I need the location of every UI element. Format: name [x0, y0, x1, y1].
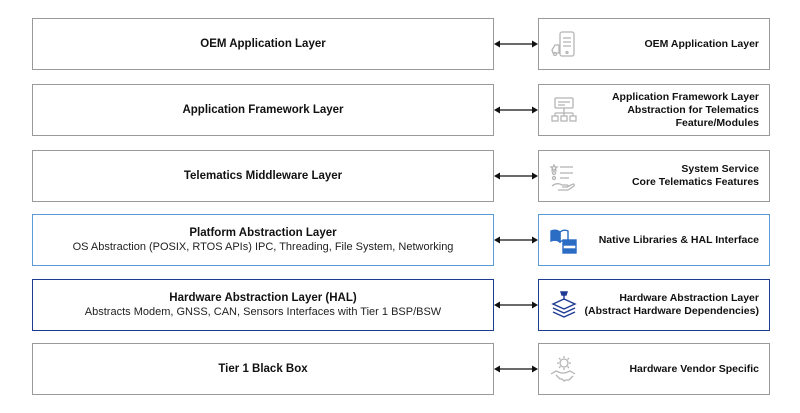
- mobile-phone-icon: [549, 29, 579, 59]
- description-line: Core Telematics Features: [631, 176, 759, 188]
- application-framework-layer-description: Application Framework Layer Abstraction …: [538, 84, 770, 136]
- description-line: Native Libraries & HAL Interface: [598, 233, 759, 246]
- layers-icon: [549, 290, 579, 320]
- layer-subtitle: OS Abstraction (POSIX, RTOS APIs) IPC, T…: [72, 241, 454, 253]
- layer-title: Tier 1 Black Box: [218, 363, 308, 375]
- layer-subtitle: Abstracts Modem, GNSS, CAN, Sensors Inte…: [84, 306, 442, 318]
- library-server-icon: [549, 225, 579, 255]
- description-line: Hardware Vendor Specific: [629, 362, 759, 375]
- bidirectional-arrow: [494, 106, 538, 114]
- platform-abstraction-layer-description: Native Libraries & HAL Interface: [538, 214, 770, 266]
- description-line: Hardware Abstraction Layer: [619, 292, 759, 304]
- description-line: Application Framework Layer: [611, 90, 759, 103]
- description-line: System Service: [681, 163, 759, 175]
- bidirectional-arrow: [494, 172, 538, 180]
- hardware-abstraction-layer-description: Hardware Abstraction Layer (Abstract Har…: [538, 279, 770, 331]
- platform-abstraction-layer-box: Platform Abstraction Layer OS Abstractio…: [32, 214, 494, 266]
- layer-title: Hardware Abstraction Layer (HAL): [169, 292, 357, 304]
- oem-application-layer-box: OEM Application Layer: [32, 18, 494, 70]
- telematics-middleware-layer-description: System Service Core Telematics Features: [538, 150, 770, 202]
- layer-title: Application Framework Layer: [182, 104, 344, 116]
- bidirectional-arrow: [494, 301, 538, 309]
- description-line: OEM Application Layer: [644, 37, 759, 50]
- layer-title: OEM Application Layer: [200, 38, 326, 50]
- handshake-gear-icon: [549, 354, 579, 384]
- bidirectional-arrow: [494, 365, 538, 373]
- bidirectional-arrow: [494, 236, 538, 244]
- oem-application-layer-description: OEM Application Layer: [538, 18, 770, 70]
- layer-title: Platform Abstraction Layer: [189, 227, 337, 239]
- tier-1-black-box: Tier 1 Black Box: [32, 343, 494, 395]
- hardware-abstraction-layer-box: Hardware Abstraction Layer (HAL) Abstrac…: [32, 279, 494, 331]
- description-line: (Abstract Hardware Dependencies): [584, 305, 759, 317]
- bidirectional-arrow: [494, 40, 538, 48]
- description-line: Feature/Modules: [675, 116, 759, 129]
- description-line: Abstraction for Telematics: [627, 103, 759, 116]
- hardware-vendor-specific-description: Hardware Vendor Specific: [538, 343, 770, 395]
- hierarchy-icon: [549, 95, 579, 125]
- layer-title: Telematics Middleware Layer: [183, 170, 343, 182]
- telematics-middleware-layer-box: Telematics Middleware Layer: [32, 150, 494, 202]
- service-list-hand-icon: [549, 161, 579, 191]
- application-framework-layer-box: Application Framework Layer: [32, 84, 494, 136]
